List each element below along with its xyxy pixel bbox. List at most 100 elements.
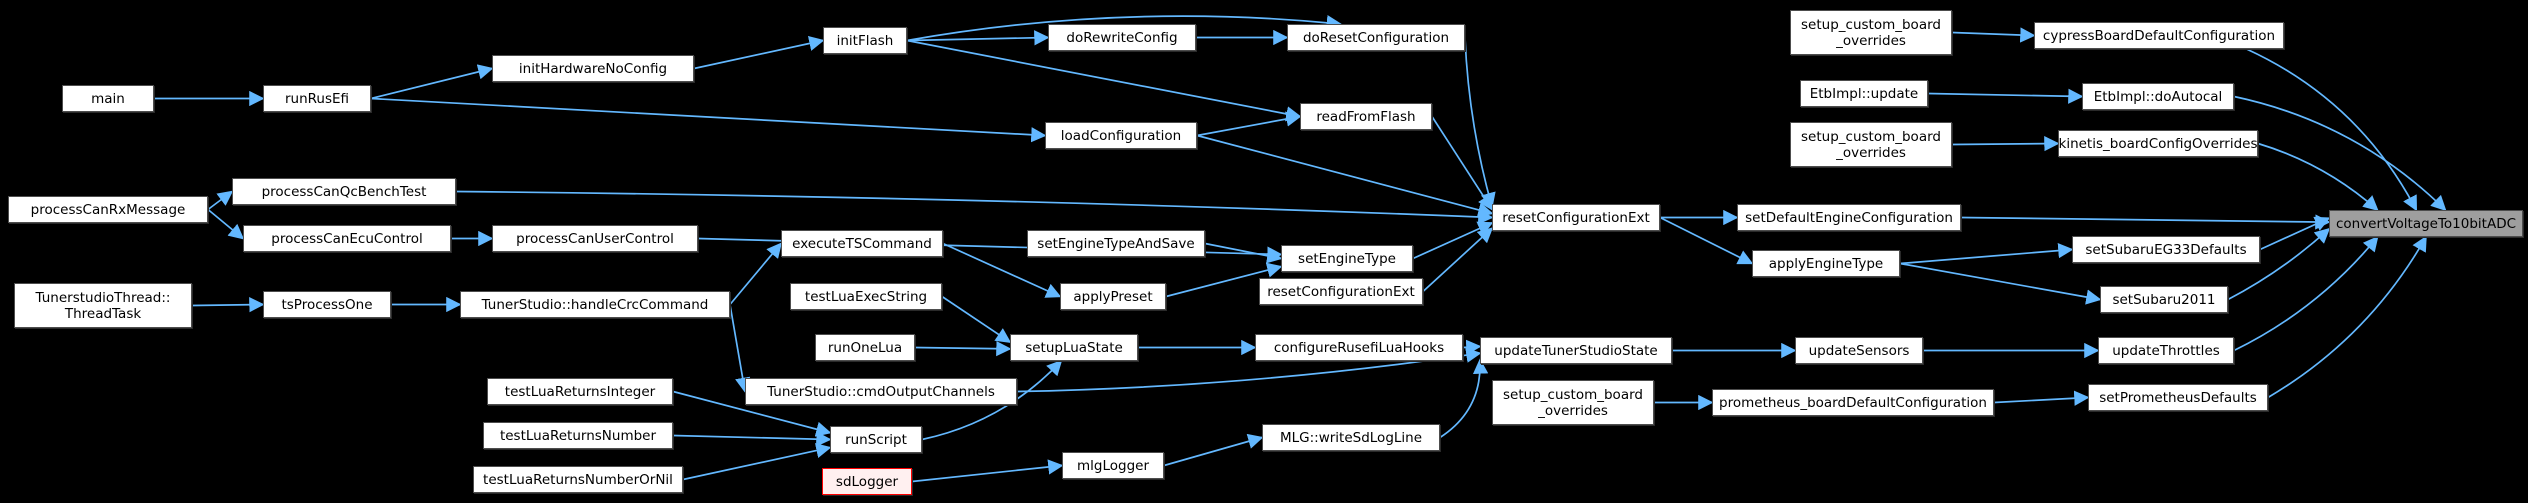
graph-node-processCanUserControl[interactable]: processCanUserControl xyxy=(492,225,698,252)
edge-doResetConfiguration-to-resetConfigurationExt xyxy=(1464,37,1496,209)
graph-node-handleCrcCommand[interactable]: TunerStudio::handleCrcCommand xyxy=(460,291,730,318)
graph-node-loadConfiguration[interactable]: loadConfiguration xyxy=(1045,122,1197,149)
graph-node-doRewriteConfig[interactable]: doRewriteConfig xyxy=(1048,24,1196,51)
graph-node-etbDoAutocal[interactable]: EtbImpl::doAutocal xyxy=(2082,83,2234,110)
graph-node-label: TunerStudio::cmdOutputChannels xyxy=(767,383,995,400)
graph-node-main[interactable]: main xyxy=(62,85,154,112)
graph-node-processCanQcBenchTest[interactable]: processCanQcBenchTest xyxy=(232,178,456,205)
edge-applyEngineType-to-setSubaru2011 xyxy=(1899,262,2102,305)
graph-node-testLuaReturnsNumber[interactable]: testLuaReturnsNumber xyxy=(483,422,673,449)
graph-node-mlgLogger[interactable]: mlgLogger xyxy=(1062,452,1164,479)
edge-runOneLua-to-setupLuaState xyxy=(914,341,1012,357)
graph-node-runScript[interactable]: runScript xyxy=(830,426,922,453)
edge-setSubaruEG33Defaults-to-convertVoltageTo10bitADC xyxy=(2259,216,2331,251)
graph-node-testLuaExecString[interactable]: testLuaExecString xyxy=(790,283,942,310)
graph-node-initHardwareNoConfig[interactable]: initHardwareNoConfig xyxy=(492,55,694,82)
graph-node-runRusEfi[interactable]: runRusEfi xyxy=(263,85,371,112)
graph-node-applyPreset[interactable]: applyPreset xyxy=(1060,283,1166,310)
edge-loadConfiguration-to-readFromFlash xyxy=(1196,111,1302,137)
edge-testLuaReturnsInteger-to-runScript xyxy=(672,390,832,437)
graph-node-runOneLua[interactable]: runOneLua xyxy=(815,334,915,361)
graph-node-setupLuaState[interactable]: setupLuaState xyxy=(1010,334,1138,361)
graph-node-label: convertVoltageTo10bitADC xyxy=(2335,215,2517,232)
graph-node-readFromFlash[interactable]: readFromFlash xyxy=(1300,103,1432,130)
graph-node-label: doRewriteConfig xyxy=(1066,29,1178,46)
graph-node-tsProcessOne[interactable]: tsProcessOne xyxy=(263,291,391,318)
edge-applyEngineType-to-setSubaruEG33Defaults xyxy=(1899,242,2074,265)
graph-node-threadTask[interactable]: TunerstudioThread:: ThreadTask xyxy=(14,283,192,328)
graph-node-label: updateSensors xyxy=(1808,342,1910,359)
graph-node-label: main xyxy=(91,90,125,107)
graph-node-resetConfigurationExt[interactable]: resetConfigurationExt xyxy=(1492,204,1660,231)
graph-node-label: resetConfigurationExt xyxy=(1267,283,1415,300)
graph-node-kinetis_boardConfigOverrides[interactable]: kinetis_boardConfigOverrides xyxy=(2058,130,2258,157)
graph-node-setup_custom_1[interactable]: setup_custom_board _overrides xyxy=(1790,10,1952,55)
edge-setEngineTypeAndSave-to-setEngineType xyxy=(1204,242,1283,264)
graph-node-label: setup_custom_board _overrides xyxy=(1801,128,1941,161)
graph-node-testLuaReturnsInteger[interactable]: testLuaReturnsInteger xyxy=(487,378,673,405)
graph-node-processCanRxMessage[interactable]: processCanRxMessage xyxy=(8,196,208,223)
graph-node-setEngineTypeAndSave[interactable]: setEngineTypeAndSave xyxy=(1027,230,1205,257)
graph-node-processCanEcuControl[interactable]: processCanEcuControl xyxy=(243,225,451,252)
graph-node-setup_custom_2[interactable]: setup_custom_board _overrides xyxy=(1790,122,1952,167)
edge-cmdOutputChannels-to-updateTunerStudioState xyxy=(1016,347,1482,393)
graph-node-label: processCanEcuControl xyxy=(271,230,423,247)
graph-node-writeSdLogLine[interactable]: MLG::writeSdLogLine xyxy=(1262,424,1440,451)
graph-node-label: doResetConfiguration xyxy=(1302,29,1450,46)
graph-node-label: prometheus_boardDefaultConfiguration xyxy=(1719,394,1987,411)
graph-node-updateThrottles[interactable]: updateThrottles xyxy=(2098,337,2234,364)
edge-initFlash-to-readFromFlash xyxy=(906,39,1302,122)
graph-node-configureRusefiLuaHooks[interactable]: configureRusefiLuaHooks xyxy=(1255,334,1463,361)
graph-node-sdLogger[interactable]: sdLogger xyxy=(822,468,912,495)
edge-etbUpdate-to-etbDoAutocal xyxy=(1927,88,2084,104)
edge-kinetis_boardConfigOverrides-to-convertVoltageTo10bitADC xyxy=(2257,142,2379,212)
graph-node-label: loadConfiguration xyxy=(1060,127,1182,144)
graph-node-setPrometheusDefaults[interactable]: setPrometheusDefaults xyxy=(2088,384,2268,411)
graph-node-label: TunerstudioThread:: ThreadTask xyxy=(35,289,171,322)
edge-handleCrcCommand-to-executeTSCommand xyxy=(729,242,782,306)
graph-node-resetConfigurationExt2[interactable]: resetConfigurationExt xyxy=(1259,278,1423,305)
graph-node-label: setEngineType xyxy=(1298,250,1396,267)
graph-node-setSubaruEG33Defaults[interactable]: setSubaruEG33Defaults xyxy=(2072,236,2260,263)
graph-node-testLuaReturnsNumberOrNil[interactable]: testLuaReturnsNumberOrNil xyxy=(473,466,683,493)
graph-node-convertVoltageTo10bitADC[interactable]: convertVoltageTo10bitADC xyxy=(2329,210,2523,237)
edge-testLuaReturnsNumber-to-runScript xyxy=(672,431,832,447)
graph-node-label: kinetis_boardConfigOverrides xyxy=(2058,135,2258,152)
edge-cypressBoardDefaultConfiguration-to-convertVoltageTo10bitADC xyxy=(2246,48,2418,212)
graph-node-label: cypressBoardDefaultConfiguration xyxy=(2042,27,2276,44)
graph-node-initFlash[interactable]: initFlash xyxy=(823,27,907,54)
graph-node-updateTunerStudioState[interactable]: updateTunerStudioState xyxy=(1480,337,1672,364)
graph-node-doResetConfiguration[interactable]: doResetConfiguration xyxy=(1287,24,1465,51)
graph-node-setEngineType[interactable]: setEngineType xyxy=(1281,245,1413,272)
graph-node-label: readFromFlash xyxy=(1316,108,1416,125)
edge-setEngineType-to-resetConfigurationExt xyxy=(1412,221,1494,260)
edge-applyPreset-to-setEngineType xyxy=(1165,262,1283,298)
edge-setPrometheusDefaults-to-convertVoltageTo10bitADC xyxy=(2267,235,2427,399)
graph-node-label: testLuaReturnsNumberOrNil xyxy=(483,471,673,488)
edge-updateThrottles-to-convertVoltageTo10bitADC xyxy=(2233,235,2379,352)
edge-processCanRxMessage-to-processCanEcuControl xyxy=(207,208,245,240)
graph-node-prometheus_boardDefaultConfiguration[interactable]: prometheus_boardDefaultConfiguration xyxy=(1712,389,1994,416)
edge-resetConfigurationExt2-to-resetConfigurationExt xyxy=(1422,227,1494,293)
graph-node-label: processCanRxMessage xyxy=(30,201,186,218)
graph-node-executeTSCommand[interactable]: executeTSCommand xyxy=(781,230,943,257)
graph-node-label: testLuaExecString xyxy=(804,288,928,305)
graph-node-setSubaru2011[interactable]: setSubaru2011 xyxy=(2100,286,2228,313)
graph-node-cmdOutputChannels[interactable]: TunerStudio::cmdOutputChannels xyxy=(745,378,1017,405)
graph-node-label: EtbImpl::doAutocal xyxy=(2093,88,2223,105)
graph-node-applyEngineType[interactable]: applyEngineType xyxy=(1752,250,1900,277)
graph-node-setup_custom_3[interactable]: setup_custom_board _overrides xyxy=(1492,380,1654,425)
graph-node-label: runRusEfi xyxy=(284,90,350,107)
graph-node-setDefaultEngineConfiguration[interactable]: setDefaultEngineConfiguration xyxy=(1737,204,1961,231)
edge-setDefaultEngineConfiguration-to-convertVoltageTo10bitADC xyxy=(1960,214,2331,230)
graph-node-label: setDefaultEngineConfiguration xyxy=(1745,209,1953,226)
graph-node-updateSensors[interactable]: updateSensors xyxy=(1795,337,1923,364)
edge-prometheus_boardDefaultConfiguration-to-setPrometheusDefaults xyxy=(1993,390,2090,406)
graph-node-label: initFlash xyxy=(836,32,894,49)
graph-node-etbUpdate[interactable]: EtbImpl::update xyxy=(1800,80,1928,107)
edge-processCanQcBenchTest-to-resetConfigurationExt xyxy=(455,190,1494,225)
edge-runRusEfi-to-loadConfiguration xyxy=(370,97,1047,143)
graph-node-cypressBoardDefaultConfiguration[interactable]: cypressBoardDefaultConfiguration xyxy=(2034,22,2284,49)
edge-testLuaExecString-to-setupLuaState xyxy=(941,295,1012,343)
